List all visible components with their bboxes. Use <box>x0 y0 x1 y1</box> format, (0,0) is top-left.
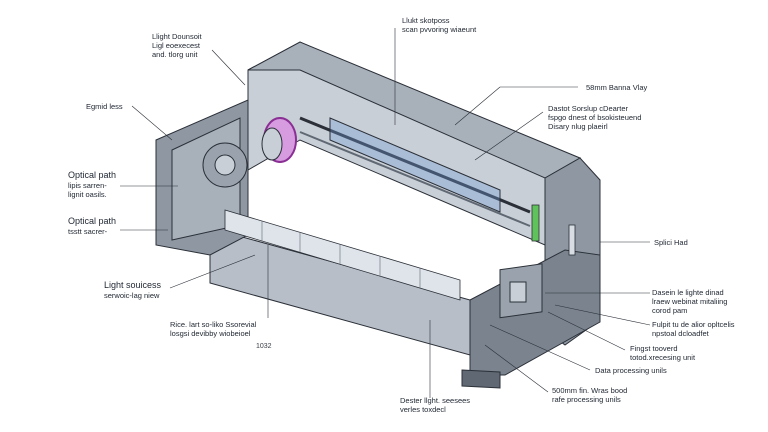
lens-core <box>261 127 283 161</box>
connector-port <box>509 281 527 303</box>
callout-lens: Egmid less <box>86 102 123 111</box>
gear-hub <box>214 154 236 176</box>
vent-slot <box>568 224 576 256</box>
leader-line <box>211 49 246 86</box>
callout-light-source-unit: Llight Dounsoit Ligl eoexecest and. tlor… <box>152 32 202 59</box>
leader-line <box>554 304 651 326</box>
callout-detector-light: Dester llght. seesees verles toxdecl <box>400 396 471 414</box>
leader-line <box>169 254 256 289</box>
leader-line <box>489 324 591 371</box>
scan-rod-2 <box>299 131 531 227</box>
leader-line <box>474 111 544 161</box>
callout-data-processing: Data processing unils <box>595 366 667 375</box>
callout-banner-tray: 58mm Banna Vlay <box>586 83 648 92</box>
callout-splice-head: Splici Had <box>654 238 688 247</box>
callout-light-sources: Light souicess <box>104 280 162 290</box>
leader-line <box>547 311 626 351</box>
green-indicator <box>531 204 540 242</box>
leader-line <box>454 86 501 126</box>
callout-number: 1032 <box>256 343 272 350</box>
callout-device-body: Rice. lart so-liko Ssorevial losgsi devi… <box>170 320 257 338</box>
callout-optical-fold: Fulpit tu de alior opltcelis npstoal dcl… <box>652 320 735 338</box>
callout-optical-path-1: Optical path <box>68 170 117 180</box>
leader-line <box>484 344 549 393</box>
callout-optical-path-1-sub: lipis sarren- lignit oasils. <box>68 181 107 199</box>
callout-detector: Dastot Sorslup cDearter fspgo dnest of b… <box>548 104 642 131</box>
leader-line <box>131 105 173 141</box>
optical-carriage <box>329 117 501 213</box>
callout-processing-units-2: 500mm fin. Wras bood rafe processing uni… <box>552 386 628 404</box>
end-plate-foot <box>461 369 501 389</box>
scan-rod-1 <box>299 116 531 214</box>
callout-processing-unit: Fingst tooverd totod.xrecesing unit <box>630 344 696 362</box>
callout-light-sources-sub: serwoic-lag niew <box>104 291 160 300</box>
callout-scan-mount: Llukt skotposs scan pvvoring wiaeunt <box>402 16 477 34</box>
leader-lines <box>120 28 651 398</box>
callout-light-diode: Dasein le lighte dinad lraew webinat mit… <box>652 288 728 315</box>
platen-glass <box>224 209 461 301</box>
callout-optical-path-2-sub: tsstt sacrer- <box>68 227 108 236</box>
callout-optical-path-2: Optical path <box>68 216 117 226</box>
